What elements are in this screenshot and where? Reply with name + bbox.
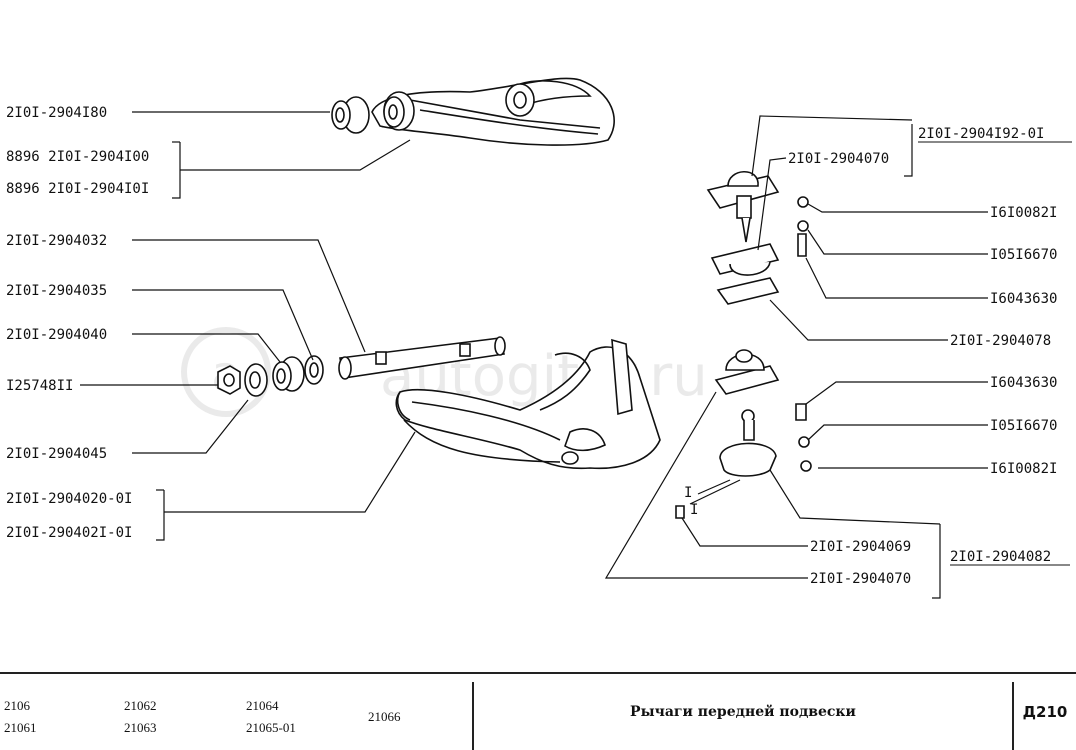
model-code: 21062 bbox=[124, 698, 157, 713]
part-label: 2I0I-2904I92-0I bbox=[918, 126, 1044, 142]
model-code: 21064 bbox=[246, 698, 279, 713]
part-label: 2I0I-2904070 bbox=[810, 571, 911, 587]
model-list: 2106 21061 21062 21063 21064 21065-01 21… bbox=[0, 674, 472, 750]
part-label: 2I0I-2904069 bbox=[810, 539, 911, 555]
part-label: 2I0I-2904040 bbox=[6, 327, 107, 343]
model-code: 2106 bbox=[4, 698, 30, 713]
upper-ball-joint-drawing bbox=[706, 171, 809, 305]
footer: 2106 21061 21062 21063 21064 21065-01 21… bbox=[0, 672, 1076, 750]
callout-label: I bbox=[690, 502, 698, 518]
model-code: 21061 bbox=[4, 720, 37, 735]
part-label: 2I0I-2904045 bbox=[6, 446, 107, 462]
part-label: 2I0I-2904I80 bbox=[6, 105, 107, 121]
callout-label: I bbox=[684, 485, 692, 501]
upper-arm-drawing bbox=[331, 77, 615, 146]
part-label: I6I0082I bbox=[990, 461, 1057, 477]
leader-lines bbox=[80, 111, 988, 599]
model-code: 21065-01 bbox=[246, 720, 296, 735]
page-title: Рычаги передней подвески bbox=[630, 704, 856, 720]
part-label: 2I0I-2904035 bbox=[6, 283, 107, 299]
lower-ball-joint-drawing bbox=[675, 349, 812, 519]
model-code: 21063 bbox=[124, 720, 157, 735]
page-code: Д210 bbox=[1022, 703, 1068, 721]
footer-divider bbox=[1012, 682, 1014, 750]
bushings-drawing bbox=[217, 355, 324, 397]
part-label: I6I0082I bbox=[990, 205, 1057, 221]
part-label: 2I0I-2904078 bbox=[950, 333, 1051, 349]
footer-divider bbox=[472, 682, 474, 750]
part-label: 2I0I-2904082 bbox=[950, 549, 1051, 565]
part-label: 8896 2I0I-2904I0I bbox=[6, 181, 149, 197]
part-label: I6043630 bbox=[990, 375, 1057, 391]
part-label: I6043630 bbox=[990, 291, 1057, 307]
part-label: 2I0I-2904070 bbox=[788, 151, 889, 167]
part-label: 2I0I-2904020-0I bbox=[6, 491, 132, 507]
part-label: 2I0I-290402I-0I bbox=[6, 525, 132, 541]
part-label: I05I6670 bbox=[990, 418, 1057, 434]
part-label: I05I6670 bbox=[990, 247, 1057, 263]
part-labels: 2I0I-2904I80 8896 2I0I-2904I00 8896 2I0I… bbox=[6, 105, 1072, 587]
part-label: I25748II bbox=[6, 378, 73, 394]
model-code: 21066 bbox=[368, 709, 401, 724]
lower-arm-drawing bbox=[338, 336, 661, 470]
part-label: 8896 2I0I-2904I00 bbox=[6, 149, 149, 165]
part-label: 2I0I-2904032 bbox=[6, 233, 107, 249]
